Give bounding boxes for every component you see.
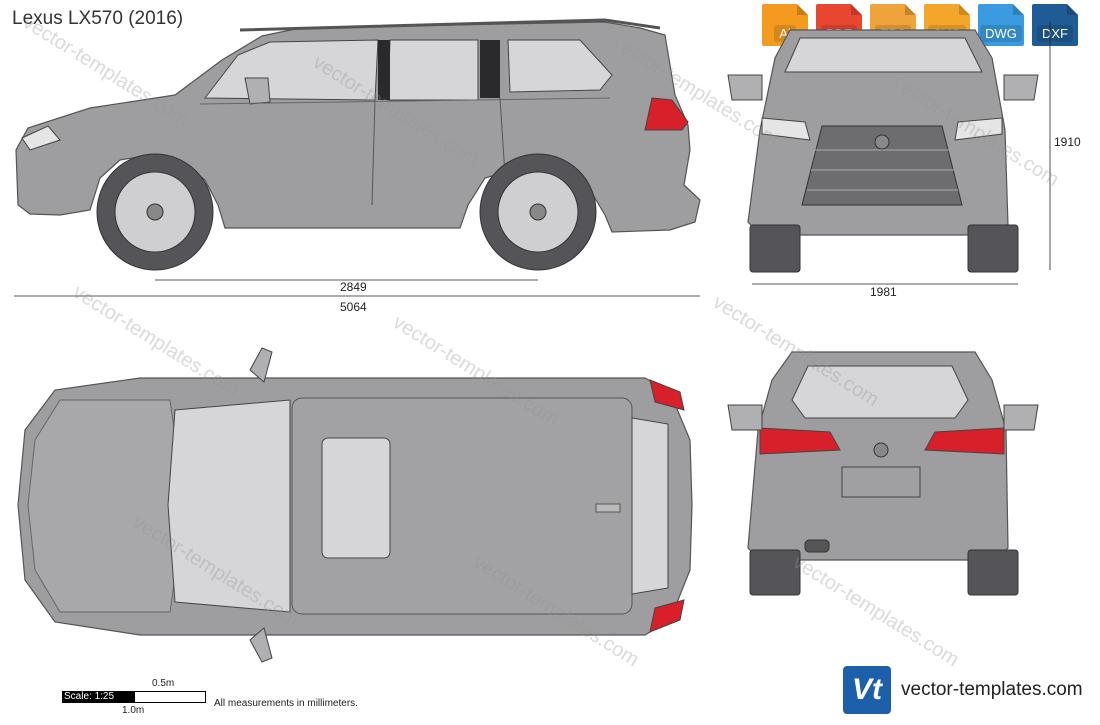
front-tyre-left — [749, 224, 801, 273]
front-view: 1981 1910 — [727, 22, 1081, 299]
format-dxf-label: DXF — [1037, 25, 1073, 42]
rear-tail-lamp-right — [924, 427, 1005, 455]
front-windshield — [784, 37, 983, 73]
front-tyre-right — [967, 224, 1019, 273]
length-value: 5064 — [340, 300, 367, 314]
brand-footer[interactable]: Vt vector-templates.com — [843, 666, 1083, 714]
front-headlamp-right — [954, 117, 1003, 141]
front-lexus-emblem — [874, 134, 890, 150]
top-sunroof — [321, 437, 391, 559]
side-door-line-rear — [499, 97, 506, 176]
side-headlamp — [21, 125, 61, 151]
front-headlamp-left — [761, 117, 811, 141]
side-pillar-b — [378, 40, 390, 100]
top-rear-glass — [631, 417, 669, 595]
scale-bar-white-segment — [134, 691, 206, 703]
rear-lexus-emblem — [873, 442, 889, 458]
top-tail-lamp-right — [649, 599, 685, 633]
brand-url[interactable]: vector-templates.com — [901, 679, 1083, 700]
side-pillar-c — [480, 40, 500, 98]
side-tail-lamp — [644, 97, 689, 131]
rear-view — [727, 351, 1039, 596]
format-dwg-label: DWG — [980, 25, 1022, 42]
top-mirror-right — [249, 627, 273, 663]
scale-one-mark: 1.0m — [122, 705, 145, 716]
page-title: Lexus LX570 (2016) — [12, 8, 184, 29]
side-roof-rail — [239, 18, 661, 32]
format-dxf-button[interactable]: DXF — [1032, 4, 1078, 46]
rear-tow-hitch — [804, 539, 830, 553]
top-tail-lamp-left — [649, 379, 685, 411]
rear-tail-lamp-left — [759, 427, 841, 455]
rear-license-plate — [841, 466, 921, 498]
side-front-wheel — [96, 153, 214, 271]
side-window-rear — [507, 39, 613, 93]
side-view: 2849 5064 — [14, 18, 701, 314]
scale-label: Scale: 1:25 — [64, 691, 115, 702]
rear-mirror-left — [727, 404, 763, 431]
rear-window — [791, 365, 969, 419]
top-fuel-cap — [595, 503, 621, 513]
side-window-front — [203, 39, 379, 101]
rear-tyre-left — [749, 549, 801, 596]
front-mirror-right — [1003, 74, 1039, 101]
rear-hub — [529, 203, 547, 221]
top-hood — [27, 399, 186, 613]
front-spindle-grille — [801, 125, 963, 206]
scale-half-mark: 0.5m — [152, 678, 175, 689]
grille-bars — [807, 149, 958, 191]
height-value: 1910 — [1054, 135, 1081, 149]
top-windshield — [167, 399, 291, 613]
front-mirror-left — [727, 74, 763, 101]
scale-bar-black-segment — [62, 691, 134, 703]
rear-mirror-right — [1003, 404, 1039, 431]
side-rear-wheel — [479, 153, 597, 271]
wheelbase-value: 2849 — [340, 280, 367, 294]
front-hub — [146, 203, 164, 221]
vt-logo-icon: Vt — [843, 666, 891, 714]
rear-tyre-right — [967, 549, 1019, 596]
measurement-note: All measurements in millimeters. — [214, 698, 358, 709]
side-belt-line — [199, 97, 611, 105]
side-mirror — [244, 77, 271, 105]
top-view — [17, 347, 693, 663]
top-mirror-left — [249, 347, 273, 383]
scale-bar: Scale: 1:25 0.5m 1.0m — [62, 678, 207, 716]
side-door-line-front — [371, 99, 376, 206]
format-dwg-button[interactable]: DWG — [978, 4, 1024, 46]
width-value: 1981 — [870, 285, 897, 299]
side-window-middle — [387, 39, 479, 101]
